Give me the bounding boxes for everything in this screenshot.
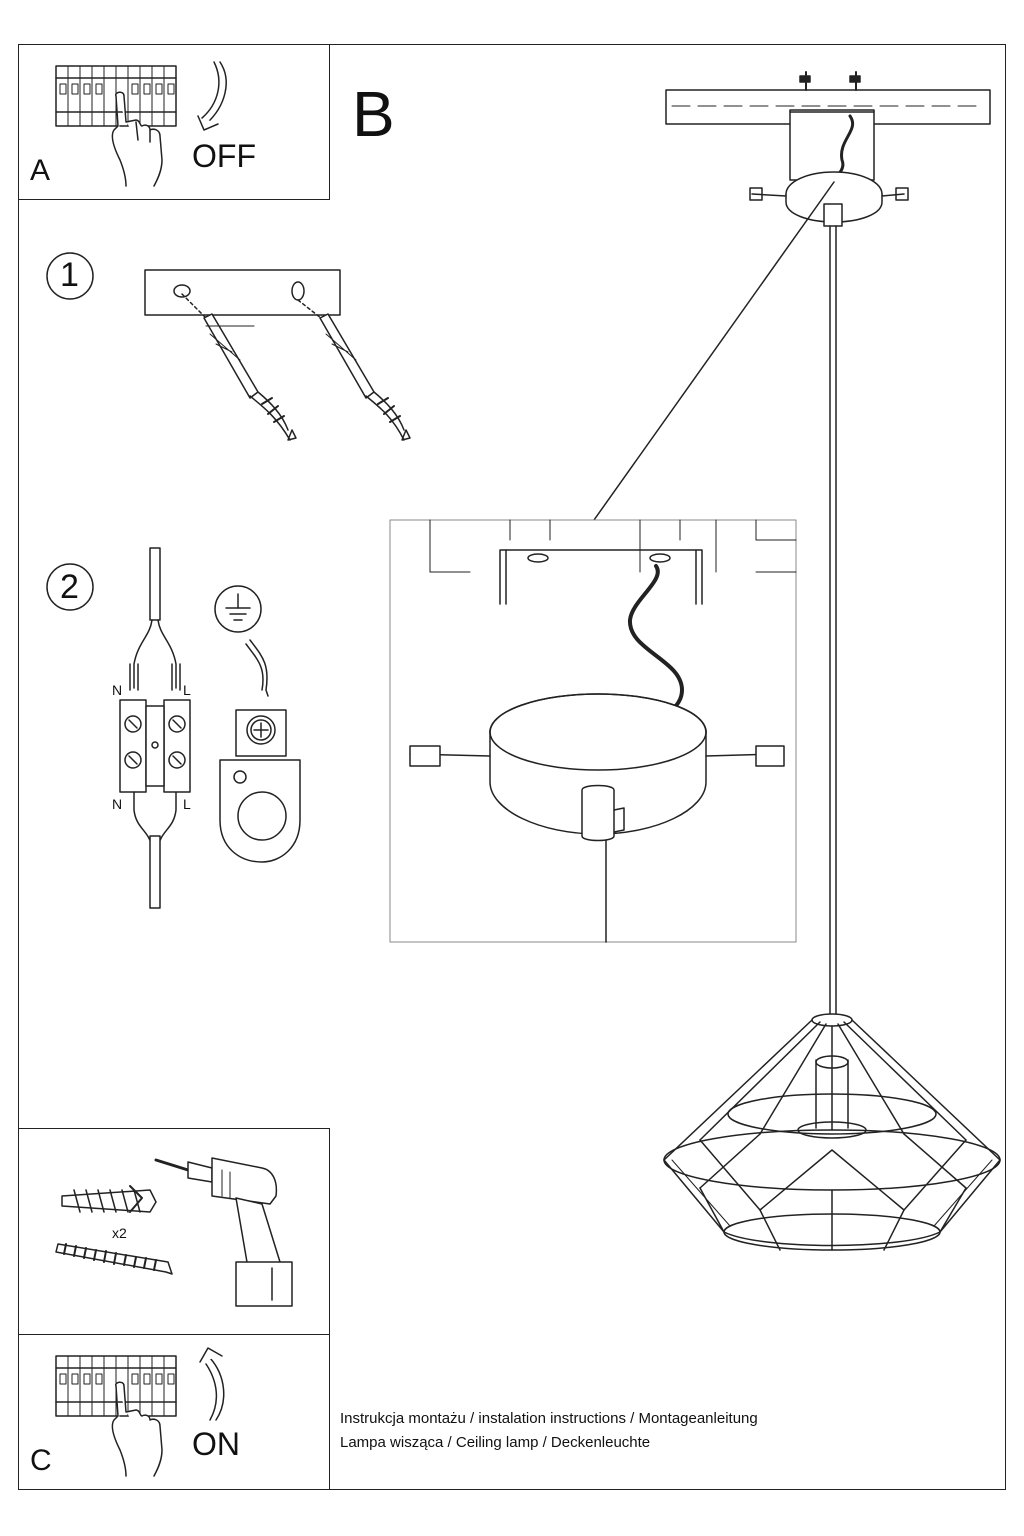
panel-c-action: ON	[192, 1426, 240, 1462]
screw-icon	[55, 1243, 173, 1275]
wire-live-top: L	[183, 682, 191, 698]
arrow-down-icon	[197, 61, 227, 131]
wire-live-bottom: L	[183, 796, 191, 812]
panel-a-action: OFF	[192, 138, 256, 174]
arrow-up-icon	[199, 1347, 225, 1421]
panel-a-frame	[18, 44, 330, 200]
step-2-circle	[46, 563, 94, 611]
step-2-number: 2	[60, 568, 79, 606]
detail-box	[389, 519, 797, 943]
breaker-hand-icon-c	[55, 1355, 177, 1477]
breaker-hand-icon	[55, 65, 177, 187]
drill-icon	[154, 1157, 293, 1307]
ground-terminal	[219, 709, 301, 863]
drill-bit-right	[297, 299, 411, 441]
lamp-cage	[663, 1013, 1001, 1251]
wire-neutral-top: N	[112, 682, 123, 698]
step-1-number: 1	[60, 256, 79, 294]
panel-c-frame	[18, 1334, 330, 1490]
callout-line	[593, 181, 835, 521]
step-1-circle	[46, 252, 94, 300]
drill-bit-left	[181, 293, 297, 441]
ground-symbol-icon	[214, 585, 269, 697]
panel-c-letter: C	[30, 1444, 52, 1477]
mounting-bracket	[144, 269, 341, 316]
terminal-block-icon	[119, 547, 191, 909]
panel-a-letter: A	[30, 154, 51, 187]
wire-neutral-bottom: N	[112, 796, 123, 812]
ceiling-mount	[665, 71, 991, 227]
quantity-label: x2	[112, 1225, 127, 1241]
caption-line-1: Instrukcja montażu / instalation instruc…	[340, 1410, 758, 1427]
outer-frame	[18, 44, 1006, 1490]
wall-plug-icon	[61, 1185, 157, 1213]
panel-b-letter: B	[352, 78, 395, 150]
caption-line-2: Lampa wisząca / Ceiling lamp / Deckenleu…	[340, 1434, 651, 1451]
